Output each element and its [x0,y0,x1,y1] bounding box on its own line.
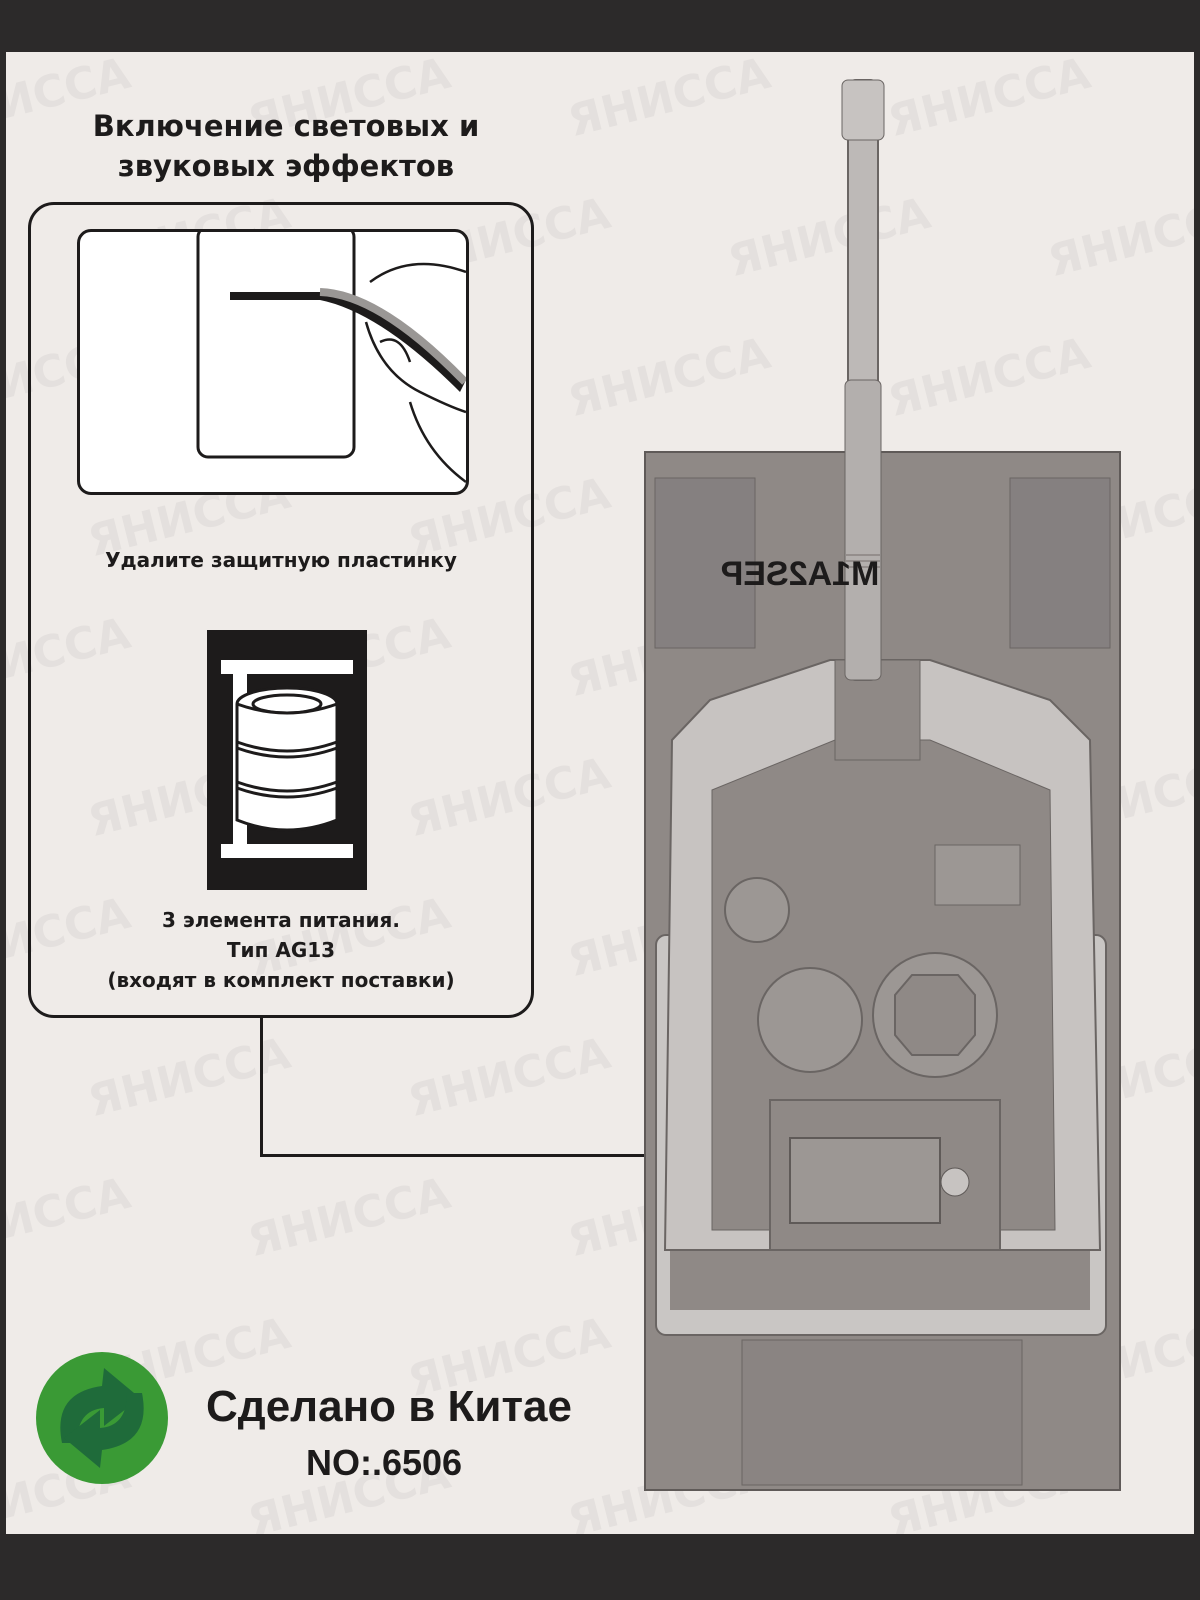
battery-icon [207,630,367,890]
leader-line-horizontal [260,1154,830,1157]
remove-tab-illustration [77,229,469,495]
step2-caption-line3: (входят в комплект поставки) [107,968,455,992]
step1-caption: Удалите защитную пластинку [105,548,457,572]
page-title: Включение световых и звуковых эффектов [92,109,480,183]
step2-caption-line1: 3 элемента питания. [162,908,400,932]
model-number: NO:.6506 [306,1442,463,1483]
step2-caption-line2: Тип AG13 [226,938,336,962]
leader-line-vertical [260,1015,263,1157]
made-in-label: Сделано в Китае [206,1382,572,1431]
tank-marking: M1A2SEP [721,555,880,593]
hand-pulling-tab-icon [196,232,466,484]
package-panel: ЯНИССАЯНИССАЯНИССАЯНИССАЯНИССАЯНИССАЯНИС… [6,52,1194,1534]
tank-model-image: M1A2SEP [644,79,1121,1491]
instruction-panel: Удалите защитную пластинку 3 элемента пи… [28,202,534,1018]
recycle-logo-icon [36,1352,168,1484]
